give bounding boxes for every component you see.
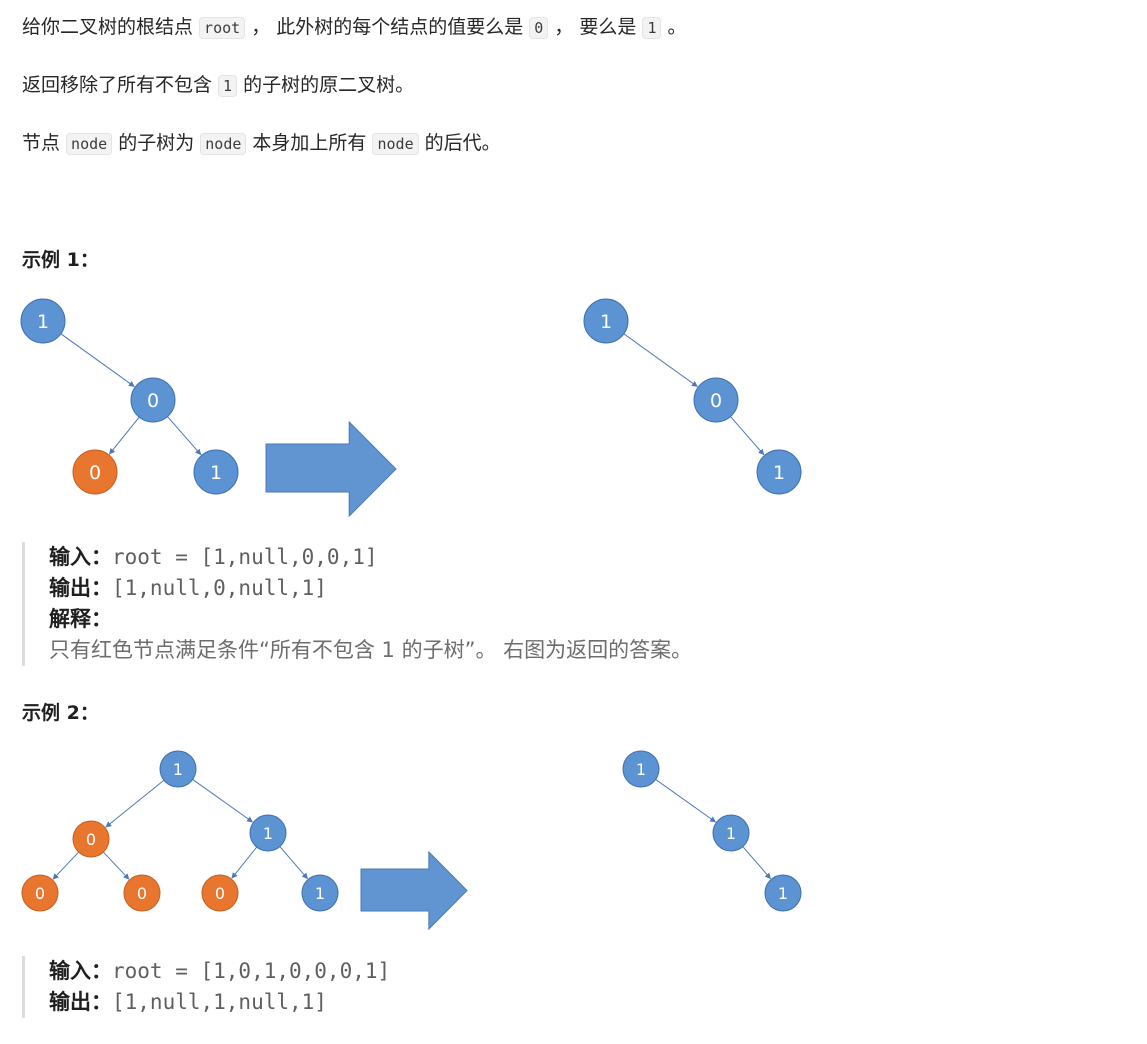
description-text: 的后代。	[418, 132, 501, 154]
description-text: ， 要么是	[548, 16, 643, 38]
tree-node-circle	[301, 874, 339, 912]
example-2-block: 输入：root = [1,0,1,0,0,0,1] 输出：[1,null,1,n…	[22, 956, 390, 1018]
tree-node: 1	[249, 814, 287, 852]
tree-node: 1	[193, 449, 239, 495]
tree-node-label: 1	[636, 760, 646, 779]
removed-tree-node: 0	[201, 874, 239, 912]
tree-node-circle	[72, 449, 118, 495]
tree-node-label: 0	[35, 884, 45, 903]
description-text: 节点	[22, 132, 67, 154]
tree-edge	[279, 846, 308, 880]
description-line-2: 返回移除了所有不包含 1 的子树的原二叉树。	[22, 71, 414, 100]
tree-node-label: 0	[89, 462, 101, 484]
tree-node: 0	[693, 377, 739, 423]
example-2-output: 输出：[1,null,1,null,1]	[49, 990, 327, 1014]
tree-node: 1	[583, 298, 629, 344]
tree-node-label: 1	[773, 462, 785, 484]
tree-node-label: 1	[600, 311, 612, 333]
transform-arrow-icon	[265, 420, 397, 518]
tree-node-circle	[693, 377, 739, 423]
description-text: 给你二叉树的根结点	[22, 16, 200, 38]
example-1-output: 输出：[1,null,0,null,1]	[49, 576, 327, 600]
removed-tree-node: 0	[123, 874, 161, 912]
example-1-figure: 1 0 0 1 1 0 1	[20, 298, 802, 518]
tree-node-circle	[764, 874, 802, 912]
inline-code: node	[66, 133, 113, 155]
tree-edge	[60, 333, 135, 387]
description-line-3: 节点 node 的子树为 node 本身加上所有 node 的后代。	[22, 129, 501, 158]
tree-edge	[623, 333, 698, 387]
tree-edge	[102, 851, 130, 880]
tree-node: 1	[712, 814, 750, 852]
tree-node-label: 0	[215, 884, 225, 903]
example-1-heading: 示例 1：	[22, 249, 99, 271]
tree-node-circle	[583, 298, 629, 344]
tree-node: 1	[301, 874, 339, 912]
tree-node-label: 1	[173, 760, 183, 779]
description-text: 的子树为	[112, 132, 201, 154]
example-1-explanation-label: 解释：	[49, 607, 112, 631]
inline-code: 1	[218, 75, 238, 97]
example-2-figure: 1 0 1 0 0 0 1 1 1 1	[21, 750, 802, 931]
description-line-1: 给你二叉树的根结点 root ， 此外树的每个结点的值要么是 0 ， 要么是 1…	[22, 13, 687, 42]
tree-node-label: 0	[86, 830, 96, 849]
tree-node-circle	[159, 750, 197, 788]
tree-node: 1	[20, 298, 66, 344]
tree-node-circle	[130, 377, 176, 423]
tree-edge	[167, 416, 202, 456]
tree-edge	[655, 779, 717, 823]
tree-node-circle	[622, 750, 660, 788]
description-text: ， 此外树的每个结点的值要么是	[245, 16, 530, 38]
tree-node-circle	[72, 820, 110, 858]
tree-edge	[109, 416, 140, 455]
example-2-heading: 示例 2：	[22, 702, 99, 724]
tree-edge	[192, 779, 254, 823]
tree-node-label: 0	[147, 390, 159, 412]
description-text: 本身加上所有	[246, 132, 373, 154]
tree-edge	[231, 846, 258, 879]
tree-node: 1	[622, 750, 660, 788]
inline-code: 0	[529, 17, 549, 39]
description-text: 返回移除了所有不包含	[22, 74, 219, 96]
tree-node: 0	[130, 377, 176, 423]
tree-node-label: 1	[210, 462, 222, 484]
tree-node: 1	[764, 874, 802, 912]
tree-node-circle	[201, 874, 239, 912]
tree-node-circle	[21, 874, 59, 912]
removed-tree-node: 0	[72, 820, 110, 858]
tree-node: 1	[159, 750, 197, 788]
tree-node-circle	[756, 449, 802, 495]
tree-edge	[730, 416, 765, 456]
inline-code: node	[200, 133, 247, 155]
removed-tree-node: 0	[21, 874, 59, 912]
tree-edge	[105, 779, 165, 828]
tree-node-circle	[123, 874, 161, 912]
tree-node-label: 1	[315, 884, 325, 903]
example-2-input: 输入：root = [1,0,1,0,0,0,1]	[49, 959, 391, 983]
example-1-explanation: 只有红色节点满足条件“所有不包含 1 的子树”。 右图为返回的答案。	[49, 638, 693, 662]
inline-code: 1	[642, 17, 662, 39]
tree-node-circle	[193, 449, 239, 495]
tree-node-label: 1	[778, 884, 788, 903]
description-text: 的子树的原二叉树。	[237, 74, 415, 96]
tree-node-label: 1	[37, 311, 49, 333]
example-1-input: 输入：root = [1,null,0,0,1]	[49, 545, 378, 569]
removed-tree-node: 0	[72, 449, 118, 495]
inline-code: node	[372, 133, 419, 155]
tree-node-label: 1	[726, 824, 736, 843]
tree-node-label: 0	[137, 884, 147, 903]
transform-arrow-icon	[360, 850, 468, 931]
inline-code: root	[199, 17, 246, 39]
tree-edge	[742, 846, 771, 880]
tree-node-circle	[20, 298, 66, 344]
tree-node-circle	[712, 814, 750, 852]
tree-edge	[52, 851, 80, 880]
tree-node-label: 1	[263, 824, 273, 843]
tree-node-circle	[249, 814, 287, 852]
description-text: 。	[661, 16, 687, 38]
example-1-block: 输入：root = [1,null,0,0,1] 输出：[1,null,0,nu…	[22, 542, 692, 666]
tree-node-label: 0	[710, 390, 722, 412]
tree-node: 1	[756, 449, 802, 495]
